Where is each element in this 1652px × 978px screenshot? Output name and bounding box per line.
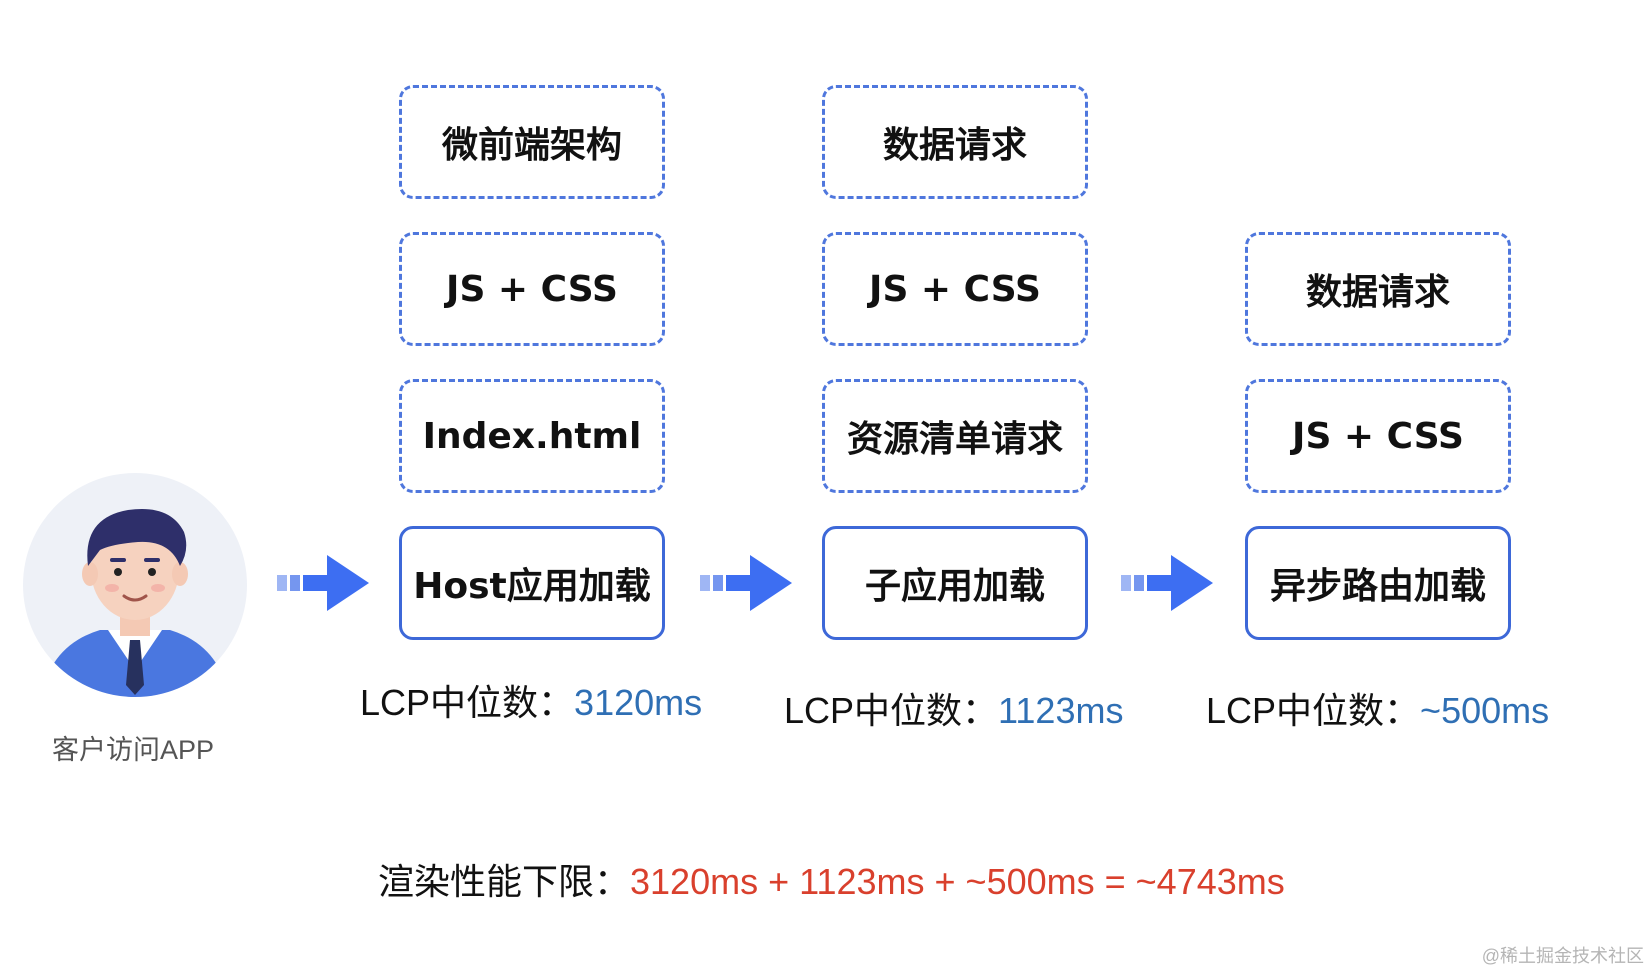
stage3-step-js-css: JS + CSS	[1245, 379, 1511, 493]
stage1-lcp-value: 3120ms	[574, 682, 703, 723]
stage1-lcp-label: LCP中位数：	[360, 682, 575, 723]
stage2-lcp-label: LCP中位数：	[784, 690, 999, 731]
stage2-step-manifest-request: 资源清单请求	[822, 379, 1088, 493]
stage3-lcp: LCP中位数：~500ms	[1206, 682, 1549, 734]
arrow-right-icon	[277, 555, 369, 611]
stage2-lcp: LCP中位数：1123ms	[784, 682, 1123, 734]
stage3-lcp-value: ~500ms	[1420, 690, 1550, 731]
stage2-step-data-request: 数据请求	[822, 85, 1088, 199]
avatar-label: 客户访问APP	[52, 735, 215, 765]
stage2-lcp-value: 1123ms	[998, 690, 1124, 731]
watermark: @稀土掘金技术社区	[1481, 946, 1644, 966]
render-performance-formula: 渲染性能下限：3120ms + 1123ms + ~500ms = ~4743m…	[378, 853, 1285, 905]
stage2-main-box: 子应用加载	[822, 526, 1088, 640]
formula-label: 渲染性能下限：	[378, 861, 631, 902]
stage3-step-data-request: 数据请求	[1245, 232, 1511, 346]
stage3-lcp-label: LCP中位数：	[1206, 690, 1421, 731]
stage3-main-box: 异步路由加载	[1245, 526, 1511, 640]
stage2-step-js-css: JS + CSS	[822, 232, 1088, 346]
stage1-step-index-html: Index.html	[399, 379, 665, 493]
stage1-lcp: LCP中位数：3120ms	[360, 674, 702, 726]
stage1-main-box: Host应用加载	[399, 526, 665, 640]
arrow-right-icon	[1121, 555, 1213, 611]
stage1-step-js-css: JS + CSS	[399, 232, 665, 346]
formula-value: 3120ms + 1123ms + ~500ms = ~4743ms	[630, 861, 1285, 902]
stage1-step-microfrontend: 微前端架构	[399, 85, 665, 199]
arrow-right-icon	[700, 555, 792, 611]
user-avatar-icon	[23, 473, 247, 697]
